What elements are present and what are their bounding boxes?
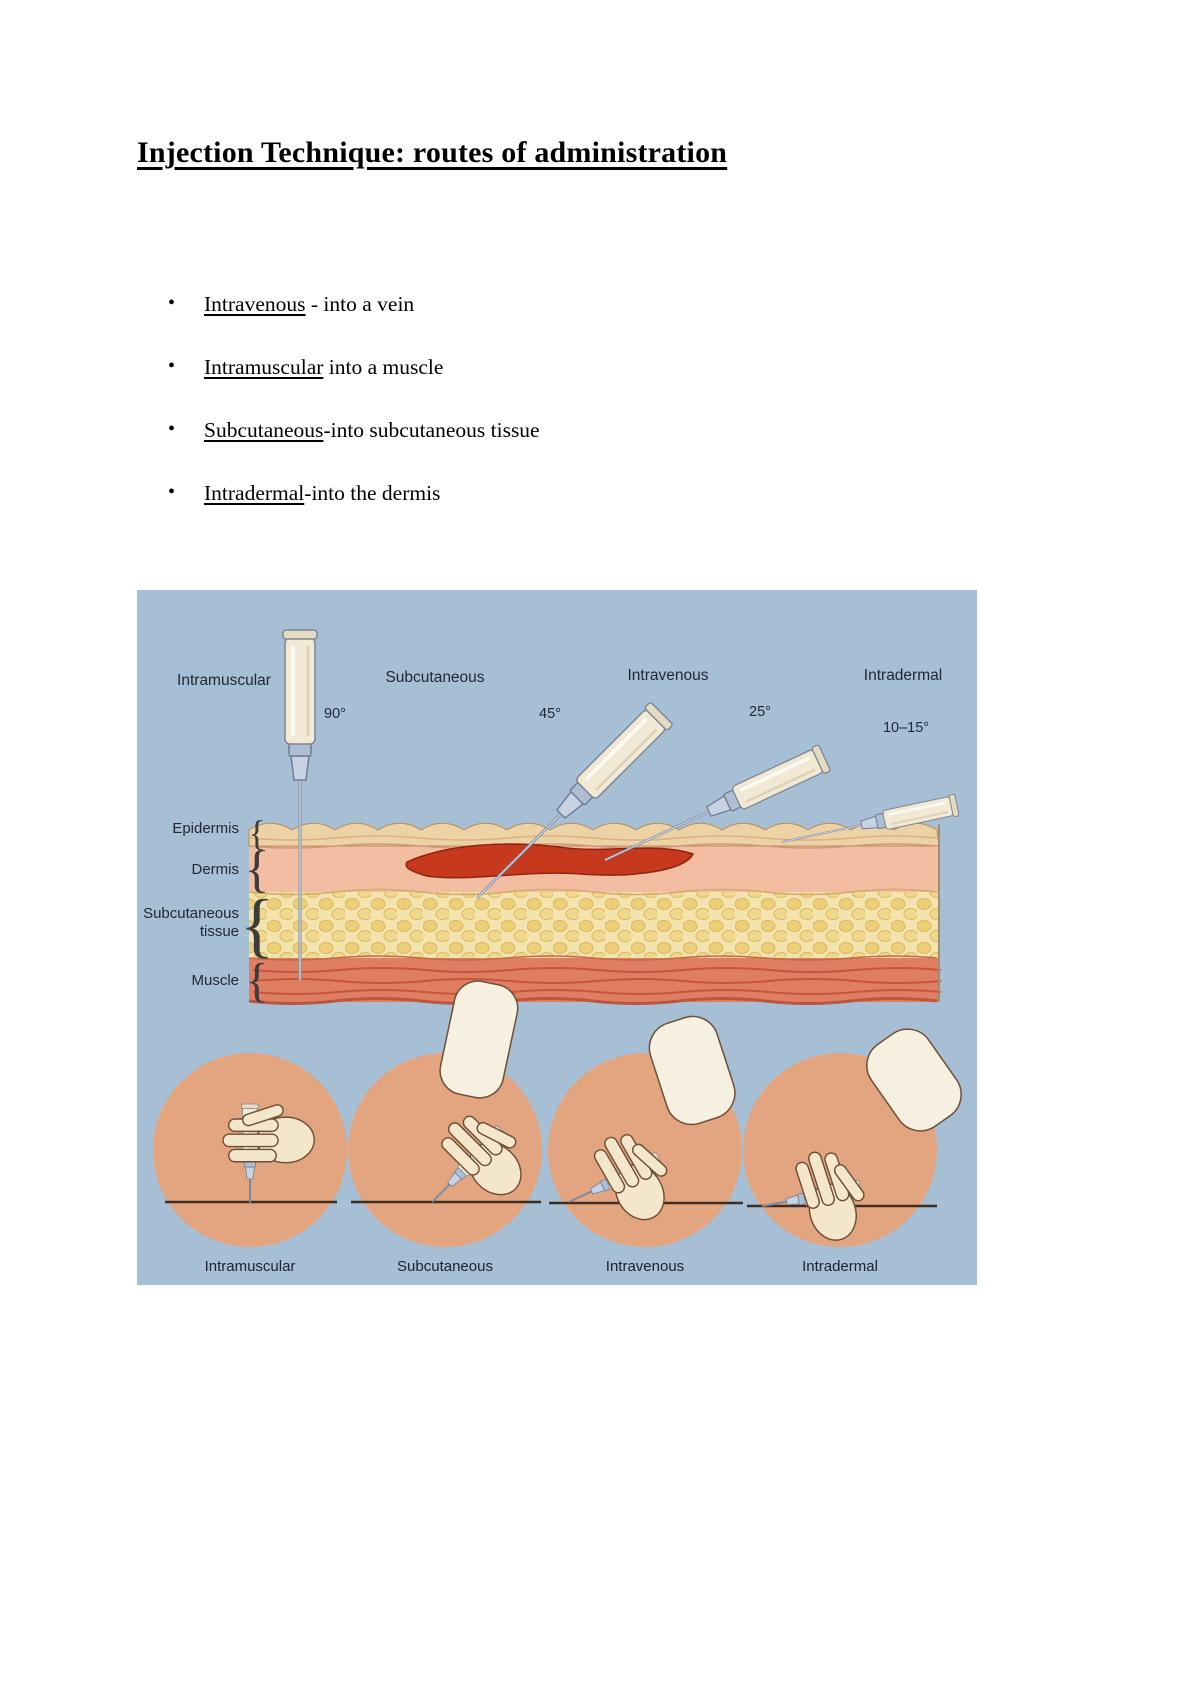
- list-item: Intradermal-into the dermis: [168, 481, 540, 506]
- bullet-term: Intramuscular: [204, 355, 324, 379]
- bullet-text: -into the dermis: [304, 481, 441, 505]
- syringe-intradermal: [781, 792, 961, 843]
- bullet-text: -into subcutaneous tissue: [323, 418, 540, 442]
- brace: {: [245, 841, 270, 898]
- route-label-intramuscular: Intramuscular: [177, 672, 271, 689]
- angle-label-45: 45°: [539, 706, 561, 722]
- route-labels: Intramuscular Subcutaneous Intravenous I…: [177, 667, 942, 736]
- brace: {: [248, 813, 265, 853]
- bullet-term: Intradermal: [204, 481, 305, 505]
- mini-syringe-intramuscular: [240, 1103, 260, 1204]
- route-label-intravenous: Intravenous: [628, 667, 709, 684]
- bullet-term: Subcutaneous: [204, 418, 324, 442]
- list-item: Subcutaneous-into subcutaneous tissue: [168, 418, 540, 443]
- caption-intradermal: Intradermal: [802, 1258, 878, 1275]
- subcutaneous-layer: [249, 892, 939, 958]
- angle-label-10-15: 10–15°: [883, 720, 929, 736]
- mini-syringe-subcutaneous: [431, 1124, 510, 1203]
- layer-label-epidermis: Epidermis: [172, 820, 239, 837]
- hand-illustrations: Intramuscular Subcutaneous Intravenous I…: [153, 980, 962, 1275]
- list-item: Intravenous - into a vein: [168, 292, 540, 317]
- bullet-text: into a muscle: [323, 355, 444, 379]
- brace: {: [245, 954, 268, 1007]
- brace: {: [240, 885, 275, 965]
- syringe-subcutaneous: [475, 699, 676, 900]
- sleeve: [439, 980, 519, 1099]
- syringe-intramuscular: [281, 628, 319, 980]
- bullet-term: Intravenous: [204, 292, 306, 316]
- sleeve: [648, 1015, 736, 1126]
- angle-label-90: 90°: [324, 706, 346, 722]
- route-label-subcutaneous: Subcutaneous: [385, 669, 484, 686]
- skin-cross-section: [248, 822, 942, 1005]
- caption-subcutaneous: Subcutaneous: [397, 1258, 493, 1275]
- epidermis-layer: [248, 822, 940, 847]
- sleeve: [866, 1028, 962, 1132]
- layer-label-muscle: Muscle: [191, 972, 239, 989]
- page-title: Injection Technique: routes of administr…: [137, 136, 728, 169]
- bullet-text: - into a vein: [305, 292, 415, 316]
- mini-syringe-intravenous: [568, 1151, 665, 1203]
- layer-label-dermis: Dermis: [192, 861, 240, 878]
- mini-syringe-intradermal: [761, 1179, 863, 1212]
- vein: [405, 843, 695, 879]
- route-label-intradermal: Intradermal: [864, 667, 942, 684]
- caption-intramuscular: Intramuscular: [205, 1258, 296, 1275]
- syringe-intravenous: [604, 742, 833, 862]
- bullet-list: Intravenous - into a vein Intramuscular …: [168, 292, 540, 544]
- angle-label-25: 25°: [749, 704, 771, 720]
- caption-intravenous: Intravenous: [606, 1258, 684, 1275]
- list-item: Intramuscular into a muscle: [168, 355, 540, 380]
